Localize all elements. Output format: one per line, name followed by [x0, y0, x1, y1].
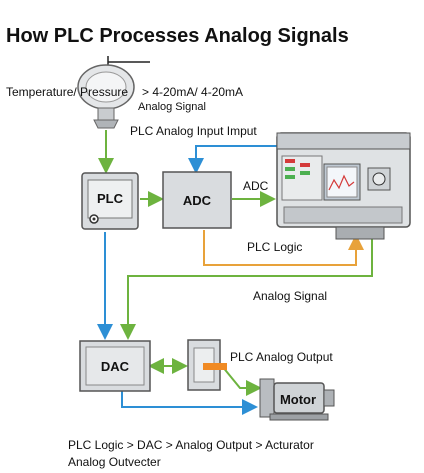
- analog-output-module: [187, 339, 227, 391]
- footer-line-2: Analog Outvecter: [68, 455, 161, 469]
- adc-block: [162, 171, 232, 229]
- adc-output-label: ADC: [243, 179, 269, 193]
- output-to-motor-arrow: [221, 365, 262, 396]
- plc-logic-arrow: [203, 230, 364, 266]
- sensor-gauge-icon: [77, 56, 150, 129]
- dac-block: [79, 340, 151, 392]
- analog-input-label: PLC Analog Input Imput: [130, 124, 257, 138]
- plc-module: [276, 132, 411, 240]
- dac-to-motor-arrow: [121, 388, 258, 415]
- motor-label: Motor: [280, 392, 316, 407]
- plc-label: PLC: [97, 191, 124, 206]
- dac-label: DAC: [101, 359, 130, 374]
- motor-icon: [259, 378, 335, 421]
- sensor-label: Temperature/ Pressure: [6, 85, 128, 99]
- analog-input-arrow: [188, 145, 300, 174]
- plc-block: [81, 172, 139, 230]
- adc-label: ADC: [183, 193, 212, 208]
- sensor-signal-type: Analog Signal: [138, 101, 206, 113]
- analog-signal-arrow: [120, 238, 373, 340]
- footer-line-1: PLC Logic > DAC > Analog Output > Actura…: [68, 438, 314, 452]
- analog-output-label: PLC Analog Output: [230, 350, 333, 364]
- page-title: How PLC Processes Analog Signals: [6, 25, 349, 47]
- analog-signal-label: Analog Signal: [253, 289, 327, 303]
- sensor-signal-range: > 4-20mA/ 4-20mA: [142, 85, 243, 99]
- plc-logic-label: PLC Logic: [247, 240, 302, 254]
